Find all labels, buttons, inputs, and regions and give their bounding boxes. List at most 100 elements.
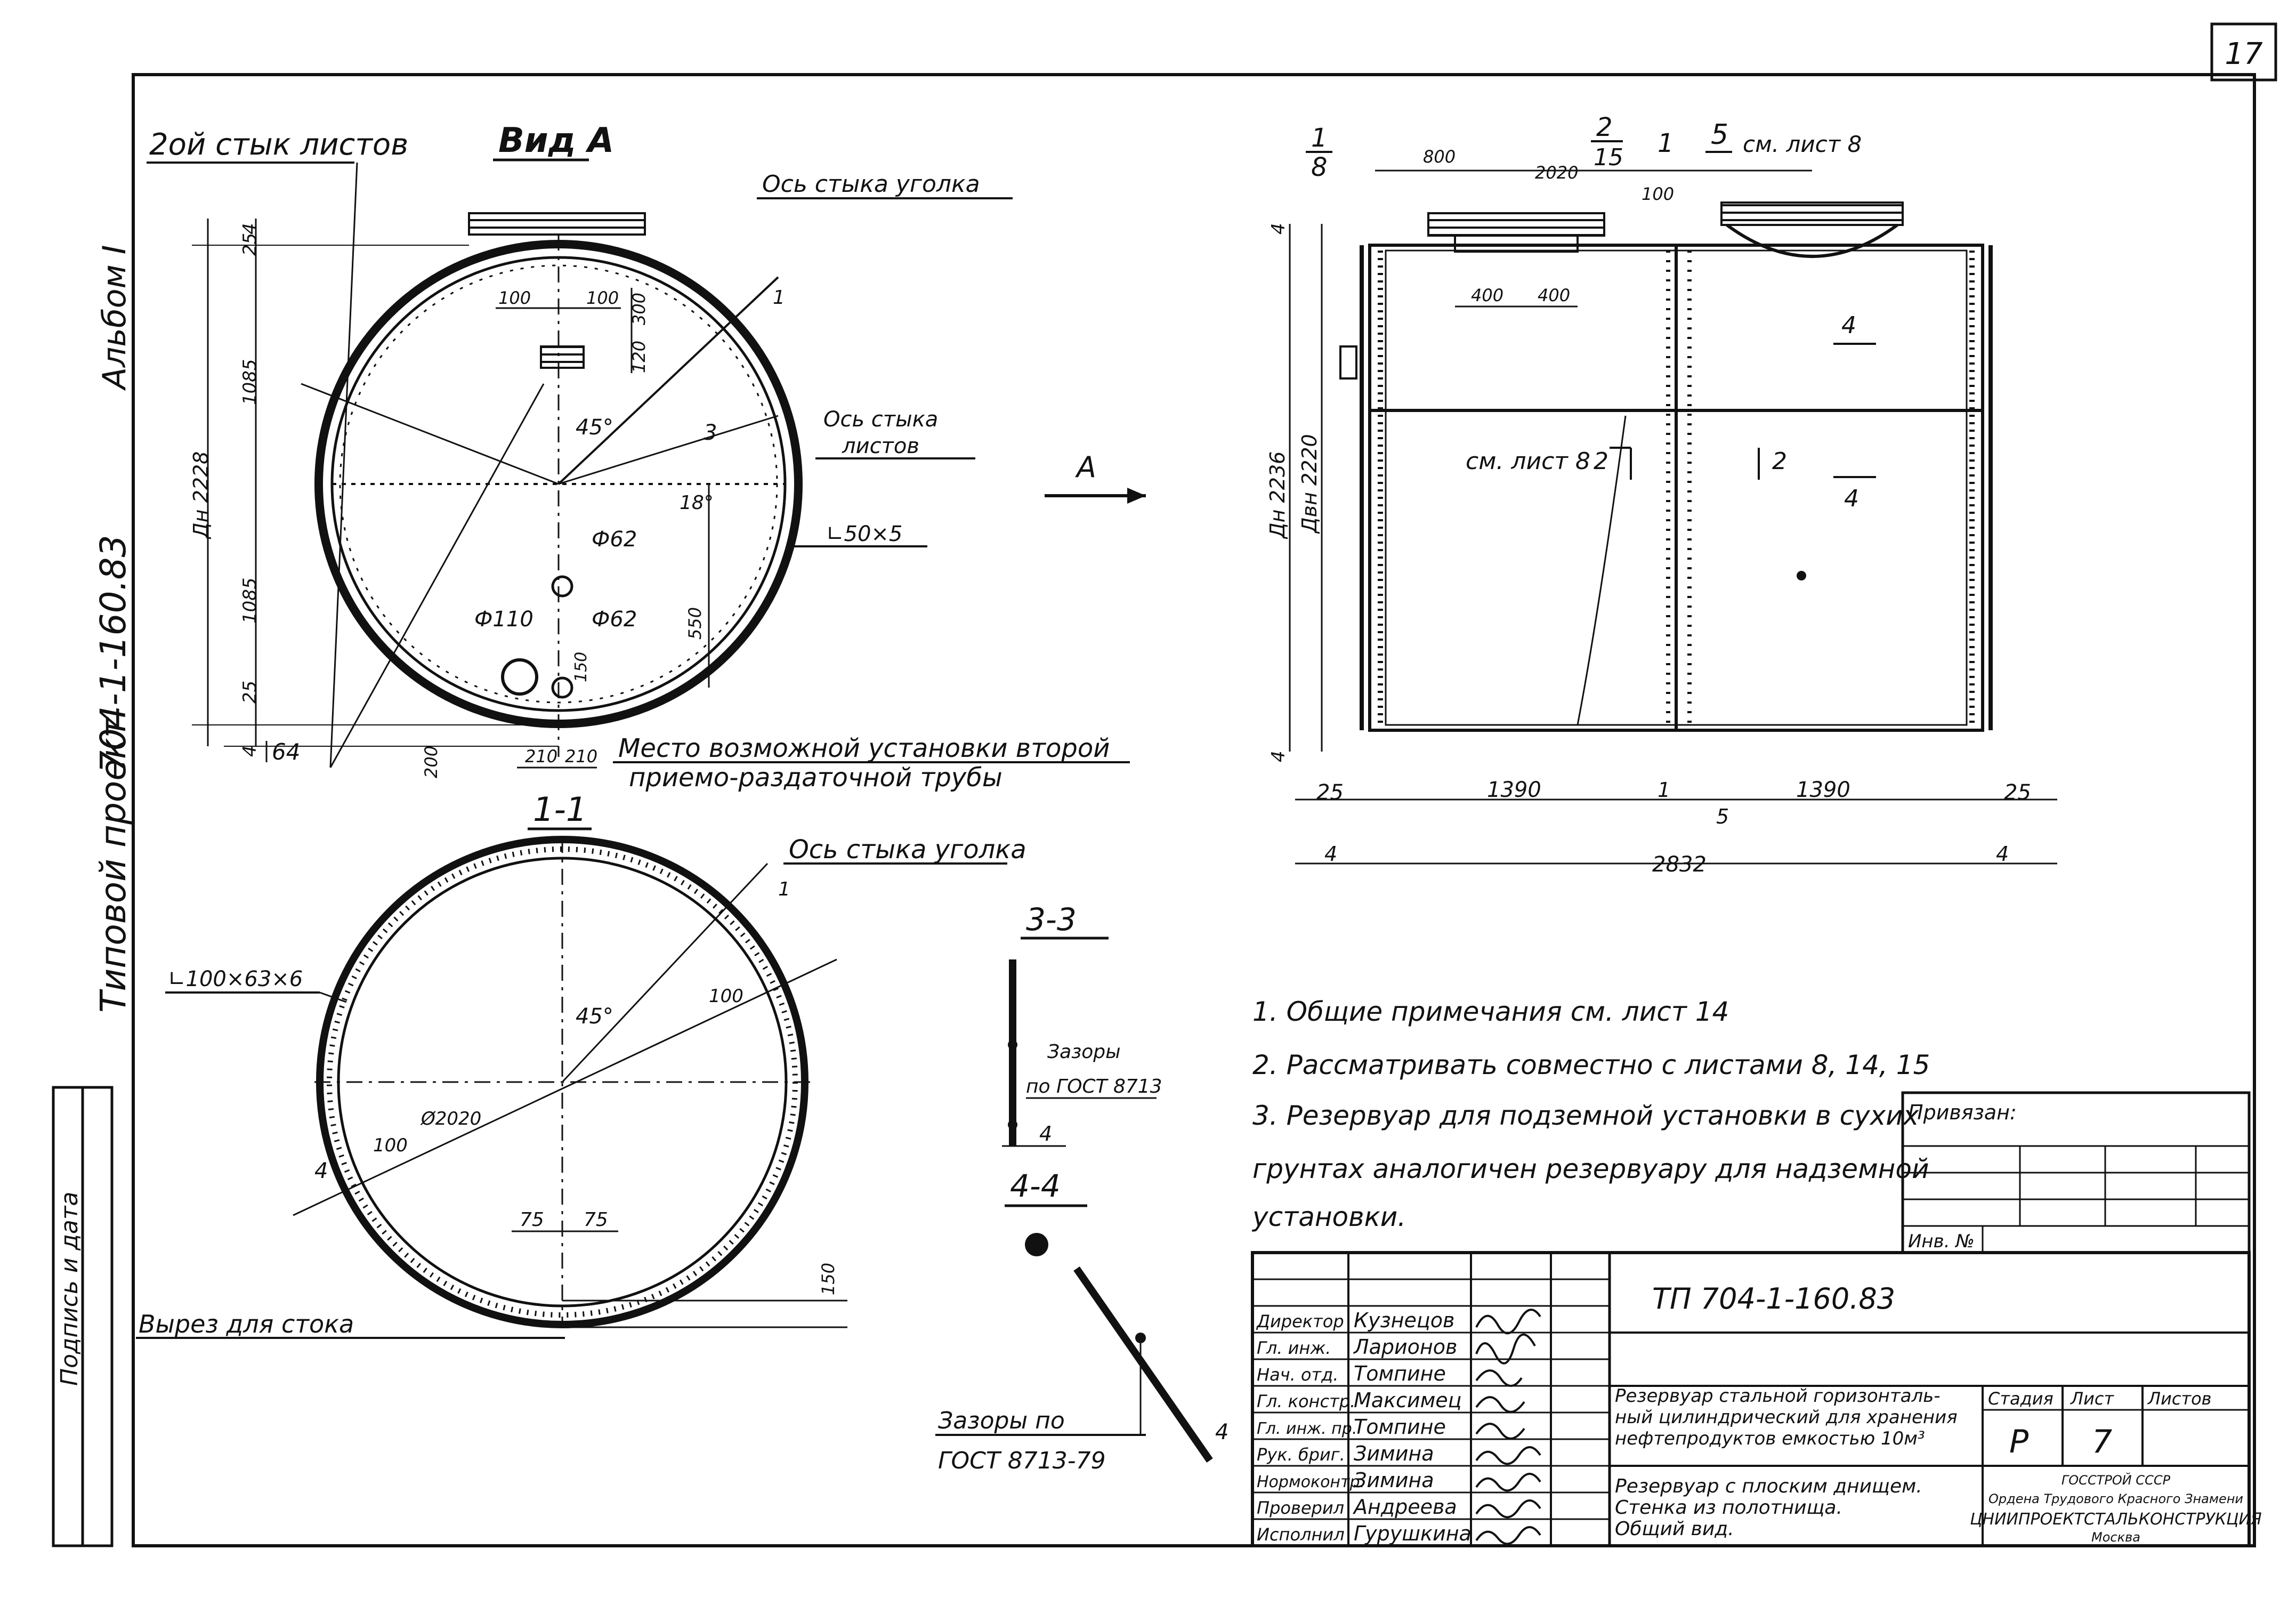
sheet-axis-label-1: Ось стыка (823, 407, 938, 432)
mark-4-bottom: 4 (1844, 485, 1859, 512)
dim-4-right: 4 (1996, 842, 2009, 866)
org-line-1: ГОССТРОЙ СССР (2061, 1472, 2171, 1488)
section-3-3-gaps-2: по ГОСТ 8713 (1026, 1076, 1162, 1098)
note-5: установки. (1251, 1201, 1406, 1232)
signature-5 (1475, 1423, 1525, 1440)
title-block-frame (1251, 1251, 2251, 1547)
side-view: 1 8 2 15 1 5 см. лист 8 800 2020 100 400… (1266, 112, 2057, 877)
album-label: Альбом I (96, 245, 133, 392)
name-6: Зимина (1354, 1442, 1434, 1465)
section-d75-right: 75 (584, 1209, 608, 1231)
dim-550: 550 (685, 607, 705, 640)
signature-6 (1475, 1446, 1541, 1465)
manhole-right-neck (1726, 223, 1898, 258)
ref-1-bottom: 8 (1311, 152, 1328, 182)
weld-label: 2ой стык листов (149, 127, 408, 162)
dim-800: 800 (1423, 147, 1456, 167)
role-2: Гл. инж. (1257, 1338, 1331, 1358)
side-project-code: 704-1-160.83 (93, 535, 134, 773)
dim-25-bottom: 25 (239, 681, 261, 704)
leader-weld (329, 162, 358, 768)
section-3-3: 3-3 Зазоры по ГОСТ 8713 4 (1002, 901, 1162, 1147)
manhole-right (1720, 201, 1904, 226)
dim-2020: 2020 (1535, 163, 1578, 183)
sheet-number: 17 (2225, 37, 2263, 71)
mark-4-top: 4 (1841, 312, 1856, 339)
org-line-2: Ордена Трудового Красного Знамени (1988, 1491, 2243, 1506)
angle-18: 18° (680, 492, 714, 514)
sheets-header: Листов (2147, 1389, 2212, 1409)
section-4-4: 4-4 4 Зазоры по ГОСТ 8713-79 (935, 1168, 1228, 1474)
dim-5: 5 (1716, 805, 1729, 828)
dim-diameter: Дн 2228 (189, 451, 213, 539)
section-4-4-d4: 4 (1215, 1420, 1228, 1445)
angle-axis-label: Ось стыка уголка (762, 171, 980, 198)
section-4-4-bulb (1025, 1233, 1048, 1256)
sheet-frame (132, 73, 2256, 1547)
name-1: Кузнецов (1354, 1309, 1454, 1332)
section-d100: 100 (709, 986, 743, 1007)
signature-4 (1475, 1396, 1525, 1413)
radial-line-18 (558, 415, 779, 485)
inv-no-label: Инв. № (1908, 1231, 1975, 1252)
ref-1b: 1 (1658, 128, 1674, 158)
sheet-title-2: Стенка из полотнища. (1615, 1497, 1842, 1519)
stage-header: Стадия (1988, 1389, 2054, 1409)
dim-1085-bottom: 1085 (239, 577, 261, 624)
angle-profile: ∟50×5 (826, 522, 902, 546)
radial-line-45 (557, 276, 779, 485)
name-8: Андреева (1352, 1495, 1457, 1519)
section-4-4-title: 4-4 (1010, 1168, 1061, 1204)
section-1-1-axis: Ось стыка уголка (789, 835, 1026, 865)
section-3-3-weld-1 (1008, 1040, 1017, 1050)
dim-1: 1 (1658, 778, 1670, 802)
dim-100-right: 100 (586, 288, 619, 308)
role-4: Гл. констр. (1257, 1391, 1355, 1411)
name-9: Гурушкина (1354, 1522, 1472, 1545)
role-7: Нормоконтр. (1257, 1473, 1365, 1491)
general-notes: 1. Общие примечания см. лист 14 2. Рассм… (1251, 996, 1930, 1232)
dn-inner: Двн 2220 (1298, 434, 1321, 534)
dim-210-left: 210 (525, 746, 557, 766)
nozzle-box (540, 345, 585, 369)
dim-100: 100 (1642, 184, 1674, 204)
ref-2-bottom: 15 (1594, 144, 1623, 171)
signature-8 (1475, 1499, 1541, 1519)
name-3: Томпине (1354, 1362, 1446, 1385)
section-4-4-weld (1135, 1333, 1146, 1343)
angle-45: 45° (576, 415, 613, 440)
view-a-title: Вид А (498, 121, 614, 160)
section-drain: Вырез для стока (139, 1310, 354, 1338)
section-profile: ∟100×63×6 (168, 967, 303, 991)
org-line-3: ЦНИИПРОЕКТСТАЛЬКОНСТРУКЦИЯ (1970, 1510, 2262, 1529)
stamp-text: Подпись и дата (56, 1192, 83, 1386)
section-3-3-d4: 4 (1039, 1122, 1052, 1145)
signature-7 (1475, 1473, 1541, 1492)
dim-64: 64 (272, 739, 300, 765)
org-line-4: Москва (2091, 1530, 2140, 1545)
ref-2-top: 2 (1596, 112, 1613, 142)
side-dot (1797, 571, 1806, 580)
dim-1390-right: 1390 (1796, 778, 1850, 802)
section-d100b: 100 (373, 1135, 408, 1156)
object-line-2: ный цилиндрический для хранения (1615, 1407, 1958, 1428)
mark-2: 2 (1594, 448, 1608, 475)
dim-1085-top: 1085 (239, 359, 261, 405)
dim-4-top-side: 4 (1268, 223, 1289, 235)
manhole-flange (468, 212, 646, 236)
sheet-value: 7 (2092, 1423, 2112, 1460)
role-1: Директор (1256, 1311, 1344, 1332)
hole-phi62-top (551, 575, 573, 598)
section-profile-leader (319, 991, 347, 1003)
section-1-1-title: 1-1 (533, 790, 587, 829)
dim-1390-left: 1390 (1487, 778, 1541, 802)
dim-4-bottom: 4 (239, 745, 261, 757)
section-3-3-title: 3-3 (1026, 901, 1077, 938)
dim-4-bottom-side: 4 (1268, 751, 1289, 762)
note-2: 2. Рассматривать совместно с листами 8, … (1252, 1050, 1930, 1080)
leader-center-left (301, 383, 559, 485)
section-angle-45: 45° (576, 1004, 613, 1029)
name-2: Ларионов (1353, 1335, 1457, 1359)
title-block: Директор Гл. инж. Нач. отд. Гл. констр. … (1251, 1251, 2262, 1547)
section-diag-axis (561, 862, 769, 1083)
